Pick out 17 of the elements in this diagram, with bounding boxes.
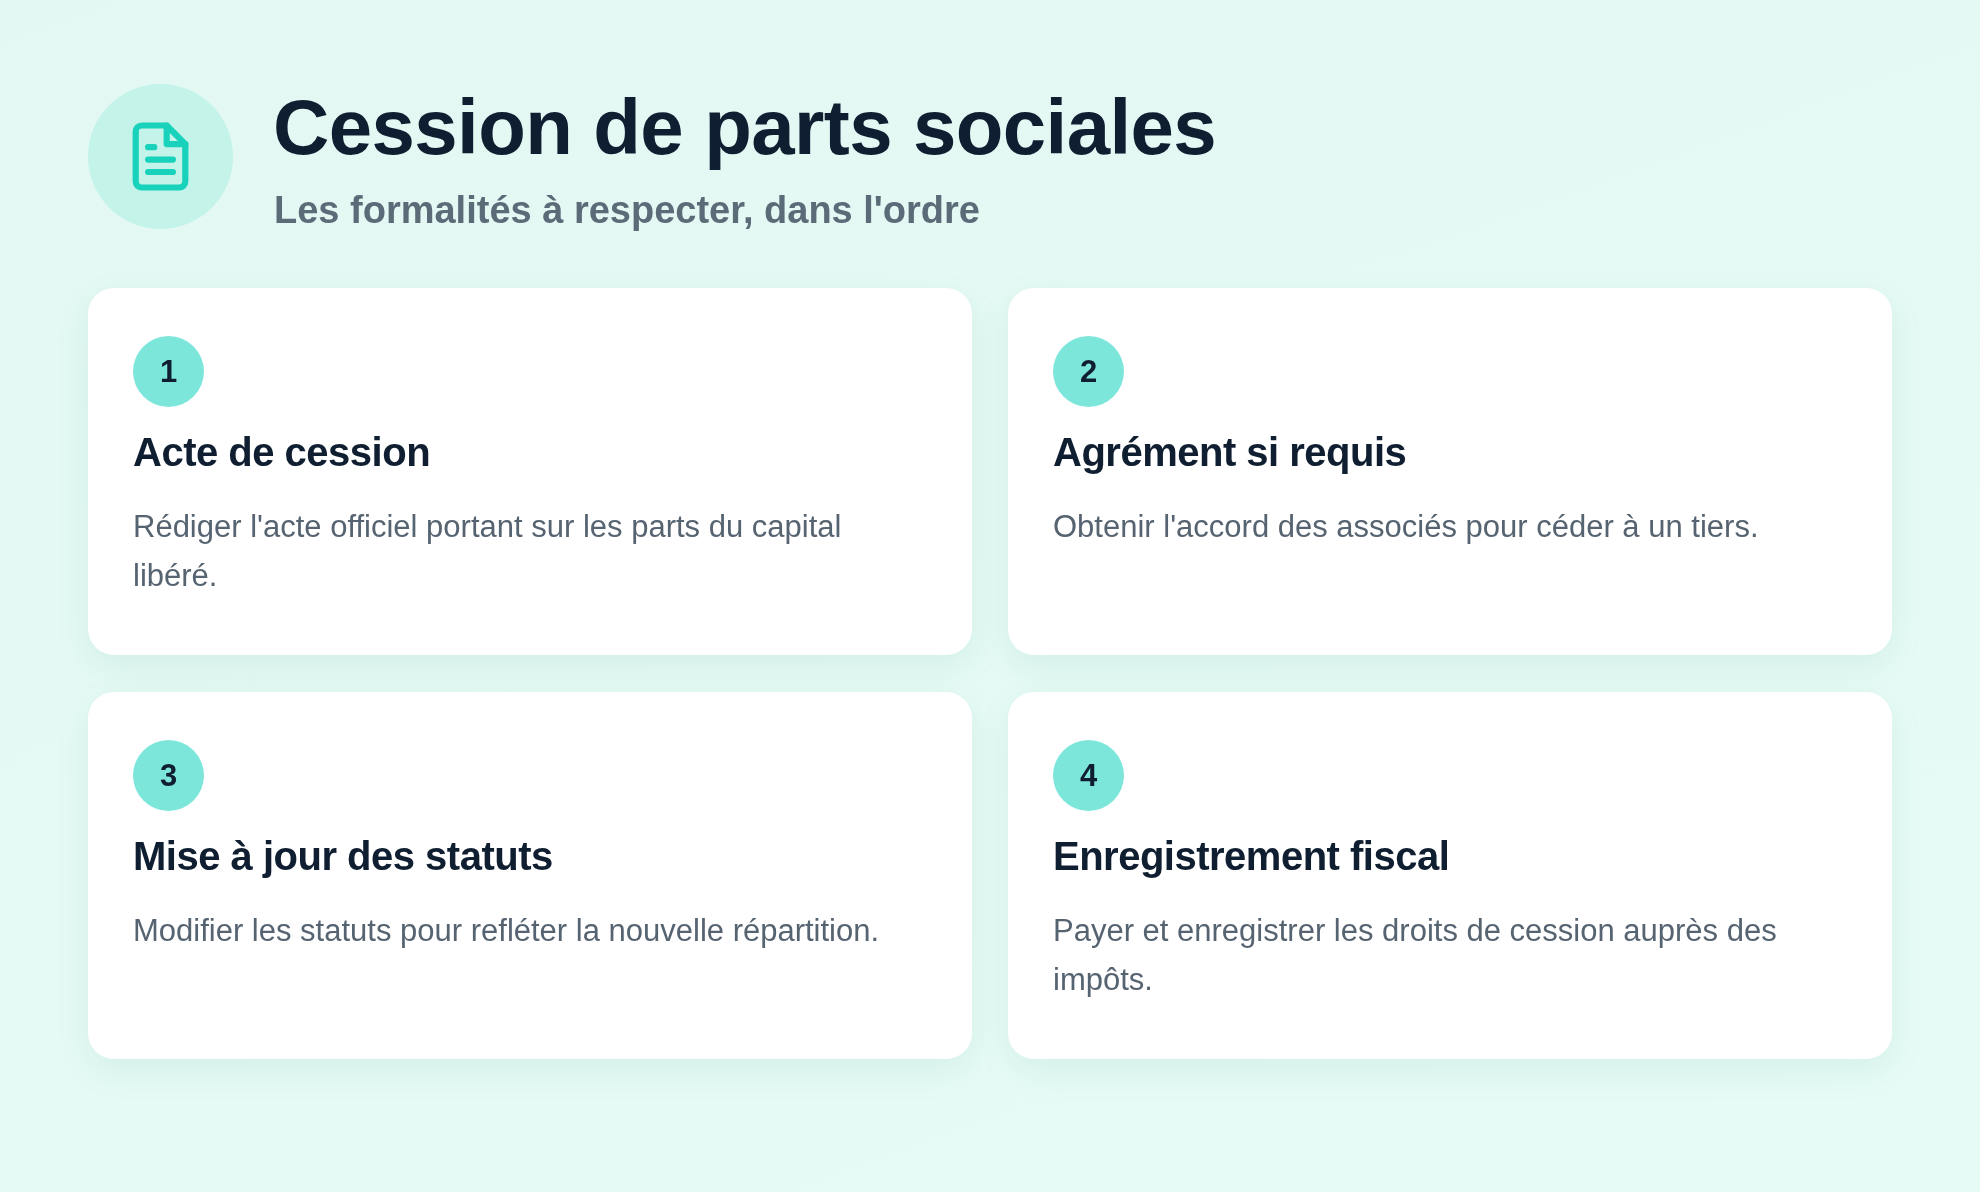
step-card (1008, 288, 1892, 655)
subtitle: Les formalités à respecter, dans l'ordre (274, 191, 980, 229)
step-heading: Acte de cession (133, 429, 431, 476)
step-heading: Mise à jour des statuts (133, 833, 553, 880)
step-card (1008, 692, 1892, 1059)
step-number-circle: 4 (1053, 740, 1124, 811)
step-description: Rédiger l'acte officiel portant sur les parts du capital libéré. (133, 508, 843, 595)
step-description: Payer et enregistrer les droits de cession auprès des impôts. (1053, 912, 1778, 999)
step-heading: Agrément si requis (1053, 429, 1407, 476)
step-number-circle: 1 (133, 336, 204, 407)
step-card (88, 692, 972, 1059)
step-number-circle: 3 (133, 740, 204, 811)
step-number-circle: 2 (1053, 336, 1124, 407)
step-heading: Enregistrement fiscal (1053, 833, 1450, 880)
step-card (88, 288, 972, 655)
step-description: Modifier les statuts pour refléter la nouvelle répartition. (133, 912, 880, 950)
step-description: Obtenir l'accord des associés pour céder à un tiers. (1053, 508, 1759, 546)
